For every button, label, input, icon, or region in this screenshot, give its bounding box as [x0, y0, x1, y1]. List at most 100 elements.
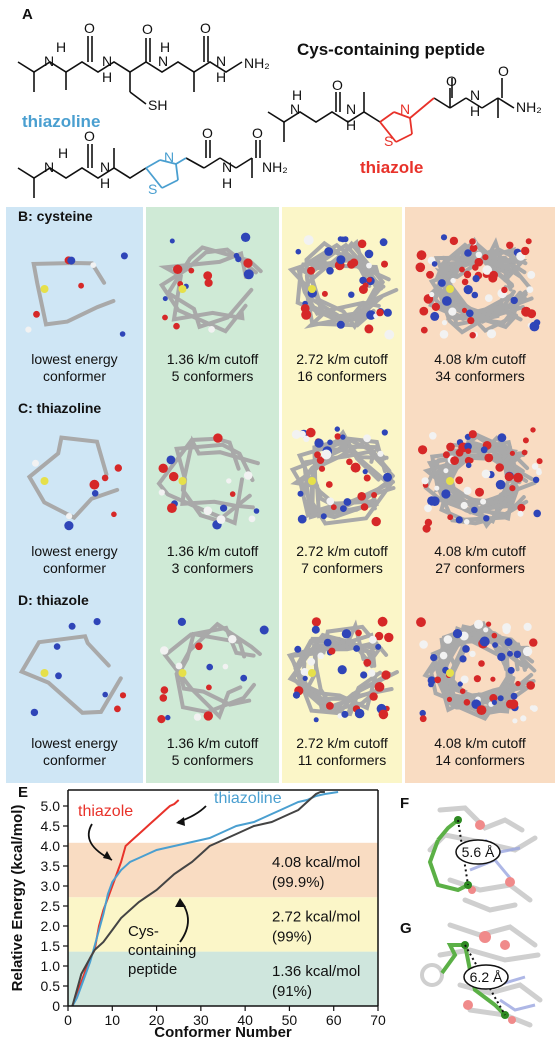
- atom-sphere: [366, 262, 372, 269]
- thiazole-ring: [379, 97, 435, 143]
- x-tick-label: 0: [64, 1012, 72, 1028]
- atom-sphere: [497, 695, 504, 702]
- atom-sphere: [442, 451, 450, 459]
- atom-o: O: [84, 128, 95, 144]
- atom-sphere: [366, 277, 372, 283]
- atom-sphere: [442, 296, 452, 306]
- atom-sphere: [533, 509, 541, 518]
- atom-sphere: [165, 714, 171, 721]
- atom-sphere: [497, 652, 506, 662]
- atom-sphere: [497, 433, 507, 443]
- atom-sphere: [475, 487, 484, 497]
- atom-sphere: [157, 715, 166, 724]
- conformer-caption: 1.36 k/m cutoff: [166, 351, 259, 367]
- conformer-backbone: [31, 260, 116, 327]
- energy-chart: 1.36 kcal/mol(91%)2.72 kcal/mol(99%)4.08…: [9, 789, 386, 1041]
- atom-h: H: [222, 175, 232, 191]
- atom-sphere: [474, 619, 484, 629]
- atom-n: N: [44, 53, 54, 69]
- conformer-backbone: [299, 640, 392, 717]
- atom-sphere: [193, 713, 202, 721]
- atom-h: H: [346, 117, 356, 133]
- atom-sphere: [446, 442, 455, 452]
- atom-sphere: [476, 705, 487, 715]
- atom-sphere: [523, 622, 532, 631]
- atom-sphere: [297, 514, 307, 524]
- y-tick-label: 3.0: [41, 878, 61, 894]
- atom-sphere: [357, 239, 367, 249]
- atom-sphere: [472, 264, 479, 271]
- x-tick-label: 30: [193, 1012, 209, 1028]
- y-tick-label: 4.0: [41, 838, 61, 854]
- atom-sphere: [364, 249, 374, 259]
- atom-sphere: [340, 434, 346, 440]
- x-axis-label: Conformer Number: [154, 1024, 292, 1041]
- atom-sphere: [416, 617, 426, 628]
- atom-sphere: [173, 322, 180, 330]
- atom-sphere: [531, 463, 539, 470]
- atom-sphere: [334, 433, 341, 440]
- conformer-caption: lowest energy: [31, 735, 118, 751]
- atom-sphere: [102, 691, 108, 698]
- atom-sphere: [355, 629, 362, 637]
- atom-sphere: [243, 269, 254, 280]
- atom-nh2: NH₂: [516, 99, 542, 115]
- atom-sphere: [449, 236, 459, 246]
- atom-sphere: [169, 238, 175, 244]
- atom-sphere: [367, 669, 376, 677]
- band-percent: (99.9%): [272, 874, 325, 891]
- atom-sphere: [235, 256, 242, 263]
- atom-sphere: [448, 307, 457, 316]
- atom-n-thiazoline: N: [164, 149, 174, 165]
- atom-o: O: [332, 77, 343, 93]
- atom-sphere: [162, 314, 168, 321]
- atom-sphere: [323, 638, 332, 647]
- atom-sphere: [167, 503, 177, 513]
- conformer-caption: 1.36 k/m cutoff: [166, 735, 259, 751]
- atom-sphere: [463, 285, 473, 295]
- atom-sphere: [348, 291, 355, 298]
- atom-nh2: NH₂: [262, 159, 288, 175]
- atom-sphere: [461, 278, 469, 286]
- atom-sphere: [490, 676, 496, 682]
- atom-sphere: [327, 439, 333, 446]
- atom-n: N: [102, 53, 112, 69]
- panel-a-letter: A: [22, 6, 33, 23]
- atom-sphere: [465, 448, 472, 454]
- panel-g-distance: 6.2 Å: [470, 969, 503, 985]
- atom-sphere: [430, 311, 440, 321]
- atom-sphere: [419, 306, 429, 316]
- atom-sphere: [510, 296, 518, 305]
- panel-f-distance: 5.6 Å: [462, 844, 495, 860]
- atom-sphere: [463, 699, 471, 706]
- atom-sphere: [418, 445, 428, 455]
- atom-sphere: [509, 450, 515, 456]
- atom-n: N: [216, 53, 226, 69]
- conformer-caption: conformer: [42, 752, 107, 768]
- atom-h: H: [292, 87, 302, 103]
- atom-n: N: [158, 53, 168, 69]
- atom-sphere: [228, 635, 237, 644]
- atom-sphere: [521, 246, 530, 256]
- panel-fg-structures: 5.6 Å 6.2 Å: [420, 805, 543, 1028]
- atom-sphere: [374, 631, 384, 641]
- conformer-caption: 34 conformers: [435, 368, 525, 384]
- band-label: 4.08 kcal/mol: [272, 854, 360, 871]
- atom-sphere: [91, 490, 99, 497]
- atom-sphere: [33, 310, 40, 318]
- series-label-cys: containing: [128, 942, 196, 959]
- atom-sphere: [325, 481, 333, 488]
- atom-sphere: [517, 503, 526, 512]
- atom-sphere: [307, 657, 316, 666]
- atom-sphere: [89, 479, 100, 490]
- atom-sphere: [320, 513, 327, 520]
- atom-sphere: [530, 427, 536, 433]
- atom-sphere: [213, 433, 223, 443]
- atom-h: H: [102, 69, 112, 85]
- atom-sphere: [101, 474, 109, 482]
- panel-e-letter: E: [18, 784, 29, 801]
- atom-sphere: [484, 294, 493, 302]
- atom-sphere: [318, 465, 326, 472]
- atom-sphere: [292, 691, 301, 699]
- panel-a-structures: H N O N H O H N O N H SH NH₂ H: [17, 20, 542, 198]
